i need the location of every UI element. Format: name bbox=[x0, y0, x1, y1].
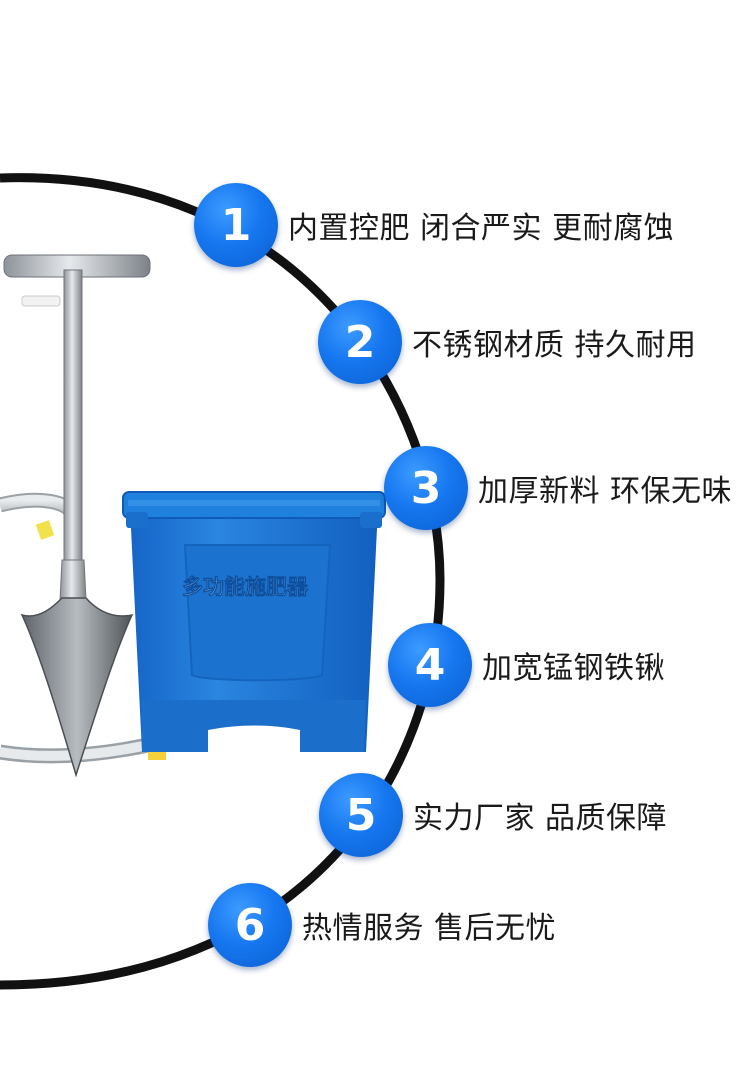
feature-item: 3 加厚新料 环保无味 bbox=[384, 443, 732, 533]
feature-text: 加厚新料 环保无味 bbox=[478, 474, 733, 509]
feature-text: 内置控肥 闭合严实 更耐腐蚀 bbox=[288, 211, 675, 246]
number-badge: 6 bbox=[208, 883, 292, 967]
fertilizer-bucket: 多功能施肥器 bbox=[122, 491, 386, 760]
feature-text: 不锈钢材质 持久耐用 bbox=[412, 328, 697, 363]
number-badge: 1 bbox=[194, 183, 278, 267]
number-badge: 3 bbox=[384, 446, 468, 530]
feature-item: 5 实力厂家 品质保障 bbox=[319, 770, 667, 860]
feature-item: 6 热情服务 售后无忧 bbox=[208, 880, 556, 970]
shovel bbox=[3, 254, 151, 778]
feature-item: 2 不锈钢材质 持久耐用 bbox=[318, 297, 697, 387]
number-badge: 2 bbox=[318, 300, 402, 384]
feature-text: 实力厂家 品质保障 bbox=[413, 801, 668, 836]
feature-item: 1 内置控肥 闭合严实 更耐腐蚀 bbox=[194, 180, 674, 270]
feature-text: 热情服务 售后无忧 bbox=[302, 911, 557, 946]
feature-item: 4 加宽锰钢铁锹 bbox=[388, 620, 665, 710]
number-badge: 5 bbox=[319, 773, 403, 857]
number-badge: 4 bbox=[388, 623, 472, 707]
feature-text: 加宽锰钢铁锹 bbox=[482, 651, 665, 686]
bucket-label: 多功能施肥器 bbox=[182, 575, 309, 599]
